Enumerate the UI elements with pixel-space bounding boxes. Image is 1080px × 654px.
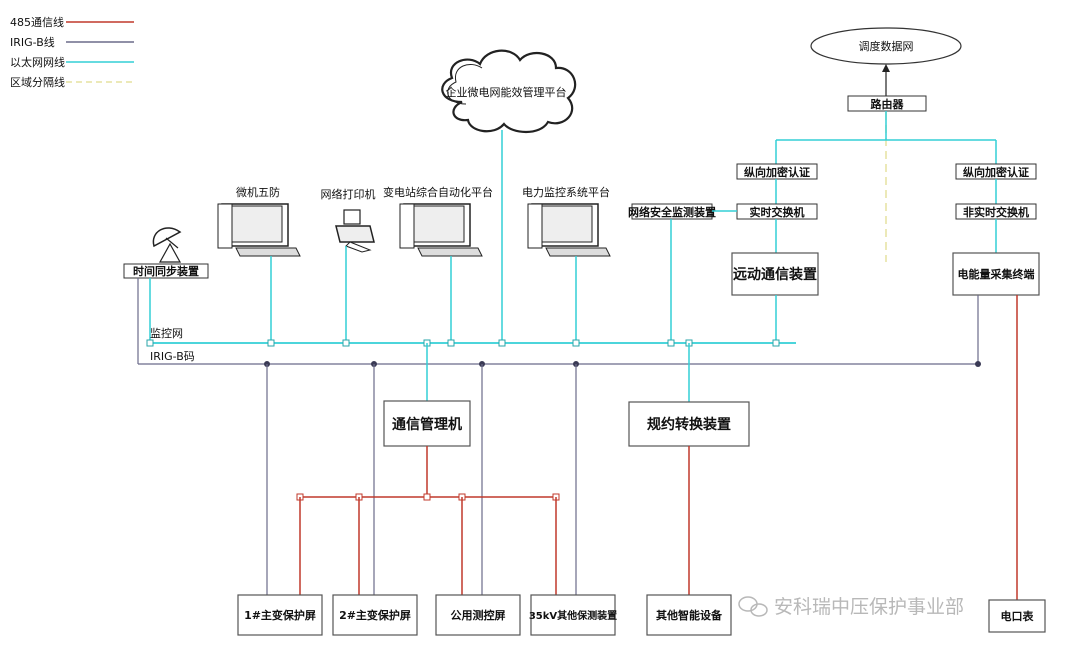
rtu-box xyxy=(731,252,819,296)
bottom-device-label-3: 公用测控屏 xyxy=(451,608,506,622)
comm-manager-label: 通信管理机 xyxy=(392,416,462,433)
bottom-device-box-2 xyxy=(332,594,418,636)
computer-icon xyxy=(217,203,301,257)
watermark: 安科瑞中压保护事业部 xyxy=(738,596,964,618)
computer-icon xyxy=(399,203,483,257)
cloud-label: 企业微电网能效管理平台 xyxy=(446,85,567,99)
legend: 485通信线 IRIG-B线 以太网网线 区域分隔线 xyxy=(10,15,134,89)
bottom-device-label-6: 电口表 xyxy=(1001,609,1035,623)
computer-icon xyxy=(527,203,611,257)
network-monitor-label: 网络安全监测装置 xyxy=(628,205,716,219)
rtu-label: 远动通信装置 xyxy=(733,266,817,283)
irigb-label: IRIG-B码 xyxy=(150,350,195,363)
legend-rs485-label: 485通信线 xyxy=(10,15,64,29)
bottom-device-box-4 xyxy=(530,594,616,636)
left-encrypt-label: 纵向加密认证 xyxy=(744,165,810,179)
bottom-device-label-1: 1#主变保护屏 xyxy=(244,608,316,622)
legend-zone-label: 区域分隔线 xyxy=(10,75,65,89)
cloud-icon xyxy=(441,49,577,134)
protocol-converter-box xyxy=(628,401,750,447)
monitor-net-label: 监控网 xyxy=(150,326,183,340)
right-encrypt-label: 纵向加密认证 xyxy=(963,165,1029,179)
router-box xyxy=(847,95,927,112)
nonrealtime-switch-label: 非实时交换机 xyxy=(963,205,1029,219)
left-encrypt-box xyxy=(736,163,818,180)
legend-irigb-label: IRIG-B线 xyxy=(10,35,55,49)
computer-label-2: 网络打印机 xyxy=(321,187,376,201)
computer-label-1: 微机五防 xyxy=(236,185,280,199)
router-arrow-head xyxy=(882,64,890,72)
protocol-converter-label: 规约转换装置 xyxy=(647,416,731,433)
computer-label-4: 电力监控系统平台 xyxy=(522,185,610,199)
time-sync-box xyxy=(123,263,209,279)
wechat-icon xyxy=(738,596,768,617)
realtime-switch-label: 实时交换机 xyxy=(750,205,805,219)
time-sync-label: 时间同步装置 xyxy=(133,264,199,278)
watermark-text: 安科瑞中压保护事业部 xyxy=(774,596,964,618)
bottom-device-box-6 xyxy=(988,599,1046,633)
energy-meter-terminal-label: 电能量采集终端 xyxy=(958,267,1035,281)
bottom-device-label-5: 其他智能设备 xyxy=(656,608,723,622)
comm-manager-box xyxy=(383,400,471,447)
cloud-platform: 企业微电网能效管理平台 xyxy=(441,49,577,134)
energy-meter-terminal-box xyxy=(952,252,1040,296)
bottom-device-box-3 xyxy=(435,594,521,636)
bottom-device-box-5 xyxy=(646,594,732,636)
bottom-device-label-2: 2#主变保护屏 xyxy=(339,608,411,622)
router-label: 路由器 xyxy=(871,97,905,111)
dispatch-network-label: 调度数据网 xyxy=(859,39,914,53)
satellite-dish-icon xyxy=(152,227,182,263)
computer-label-3: 变电站综合自动化平台 xyxy=(383,185,493,199)
legend-ethernet-label: 以太网网线 xyxy=(10,55,65,69)
bottom-device-box-1 xyxy=(237,594,323,636)
bottom-device-label-4: 35kV其他保测装置 xyxy=(529,609,617,622)
printer-icon xyxy=(335,209,375,253)
